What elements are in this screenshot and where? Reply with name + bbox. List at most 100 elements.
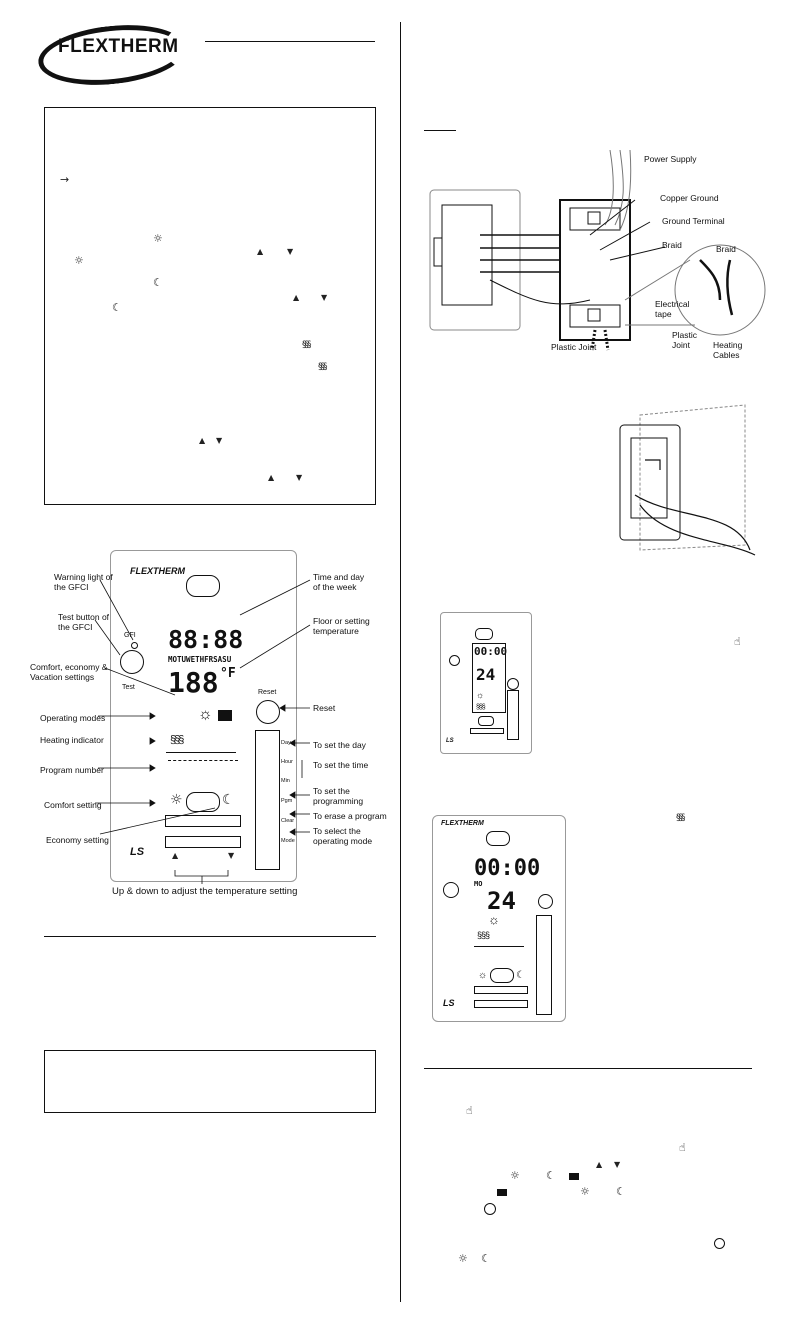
label-heating-cables: Heating Cables — [713, 340, 743, 360]
small-lcd-time-2: 00:00 — [474, 856, 541, 881]
small-test-button-2[interactable] — [443, 882, 459, 898]
small-top-button[interactable] — [475, 628, 493, 640]
label-select-mode: To select the operating mode — [313, 826, 373, 846]
small-side-buttons[interactable] — [507, 690, 519, 740]
day-button[interactable]: Day — [281, 740, 291, 746]
top-oval-button[interactable] — [186, 575, 220, 597]
logo-text: FLEXTHERM — [58, 36, 179, 57]
moon-icon: ☾ — [516, 970, 525, 981]
small-lcd-day-2: MO — [474, 880, 483, 888]
small-button-row[interactable] — [470, 728, 504, 734]
note-box — [44, 1050, 376, 1113]
heat-icon: §§§ — [318, 362, 327, 372]
button-row-2[interactable] — [165, 836, 241, 848]
lcd-days: MOTUWETHFRSASU — [168, 655, 232, 664]
small-oval-button-2[interactable] — [490, 968, 514, 983]
label-economy-setting: Economy setting — [46, 835, 109, 845]
reset-button[interactable] — [256, 700, 280, 724]
hand-icon: ☝ — [734, 635, 741, 648]
label-power-supply: Power Supply — [644, 154, 697, 164]
sun-icon: ☼ — [74, 254, 84, 267]
lcd-unit: °F — [220, 666, 236, 681]
sun-icon: ☼ — [198, 706, 213, 723]
small-side-buttons-2[interactable] — [536, 915, 552, 1015]
section-rule — [44, 936, 376, 937]
sun-icon: ☼ — [488, 912, 500, 927]
up-arrow-icon: ▲ — [596, 1160, 603, 1169]
pgm-button[interactable]: Pgm — [281, 798, 293, 804]
up-arrow-icon: ▲ — [268, 473, 275, 482]
clear-button[interactable]: Clear — [281, 818, 295, 824]
small-top-button-2[interactable] — [486, 831, 510, 846]
gfci-test-button[interactable] — [120, 650, 144, 674]
small-lcd-divider — [474, 946, 524, 947]
moon-icon: ☾ — [546, 1169, 556, 1182]
column-divider — [400, 22, 401, 1302]
up-arrow-icon: ▲ — [293, 293, 300, 302]
sun-icon: ☼ — [458, 1252, 468, 1265]
down-arrow-icon: ▼ — [296, 473, 303, 482]
lcd-temperature: 188 — [168, 666, 219, 699]
small-thermostat-body-2 — [432, 815, 566, 1022]
up-arrow-icon: ▲ — [257, 247, 264, 256]
sun-icon: ☼ — [170, 792, 183, 808]
hand-icon: ☝ — [679, 1141, 686, 1154]
model-label: LS — [130, 846, 145, 858]
operating-mode-icons: ☼ — [168, 706, 238, 728]
small-button-row-2a[interactable] — [474, 986, 528, 994]
moon-icon: ☾ — [616, 1185, 626, 1198]
small-oval-button[interactable] — [478, 716, 494, 726]
small-test-button[interactable] — [449, 655, 460, 666]
label-braid: Braid — [662, 240, 682, 250]
label-program-number: Program number — [40, 765, 104, 775]
small-reset-button-2[interactable] — [538, 894, 553, 909]
label-plastic-joint: Plastic Joint — [551, 342, 597, 352]
label-floor-temp: Floor or setting temperature — [313, 616, 370, 636]
sun-icon: ☼ — [153, 232, 163, 245]
label-settings: Comfort, economy & Vacation settings — [30, 662, 108, 682]
moon-icon: ☾ — [481, 1252, 491, 1265]
label-erase-program: To erase a program — [313, 811, 387, 821]
min-button[interactable]: Min — [281, 778, 290, 784]
heat-icon: §§§ — [477, 930, 490, 940]
arrow-icon: → — [60, 173, 70, 186]
auto-icon — [484, 1203, 496, 1215]
sun-icon: ☼ — [478, 970, 488, 981]
lcd-time: 88:88 — [168, 625, 244, 654]
label-braid-zoom: Braid — [716, 244, 736, 254]
up-arrow-icon: ▲ — [199, 436, 206, 445]
program-number-bar — [168, 760, 238, 773]
small-button-row-2b[interactable] — [474, 1000, 528, 1008]
label-operating-modes: Operating modes — [40, 713, 106, 723]
label-ground-terminal: Ground Terminal — [662, 216, 725, 226]
label-copper-ground: Copper Ground — [660, 193, 719, 203]
small-lcd-temp: 24 — [476, 665, 496, 684]
up-down-caption: Up & down to adjust the temperature sett… — [112, 886, 298, 897]
label-set-programming: To set the programming — [313, 786, 364, 806]
small-reset-button[interactable] — [507, 678, 519, 690]
heat-icon: §§§ — [476, 704, 486, 711]
instructions-box — [44, 107, 376, 505]
up-arrow-icon[interactable]: ▲ — [172, 851, 179, 860]
heat-icon: §§§ — [302, 340, 311, 350]
sun-icon: ☼ — [580, 1185, 590, 1198]
moon-icon: ☾ — [153, 276, 163, 289]
heat-icon: §§§ — [170, 734, 184, 746]
down-arrow-icon: ▼ — [614, 1160, 621, 1169]
hour-button[interactable]: Hour — [281, 759, 293, 765]
moon-icon: ☾ — [222, 792, 235, 808]
vacation-icon — [497, 1189, 507, 1196]
hand-icon: ☝ — [466, 1104, 473, 1117]
label-comfort-setting: Comfort setting — [44, 800, 102, 810]
mode-button[interactable]: Mode — [281, 838, 295, 844]
button-row-1[interactable] — [165, 815, 241, 827]
callout-lines — [94, 579, 311, 884]
small-model-label: LS — [446, 738, 454, 744]
down-arrow-icon: ▼ — [287, 247, 294, 256]
small-lcd-temp-2: 24 — [487, 887, 516, 915]
label-electrical-tape: Electrical tape — [655, 299, 690, 319]
down-arrow-icon[interactable]: ▼ — [228, 851, 235, 860]
sun-icon: ☼ — [476, 690, 485, 700]
heat-icon: §§§ — [676, 813, 685, 823]
comfort-economy-button[interactable] — [186, 792, 220, 812]
